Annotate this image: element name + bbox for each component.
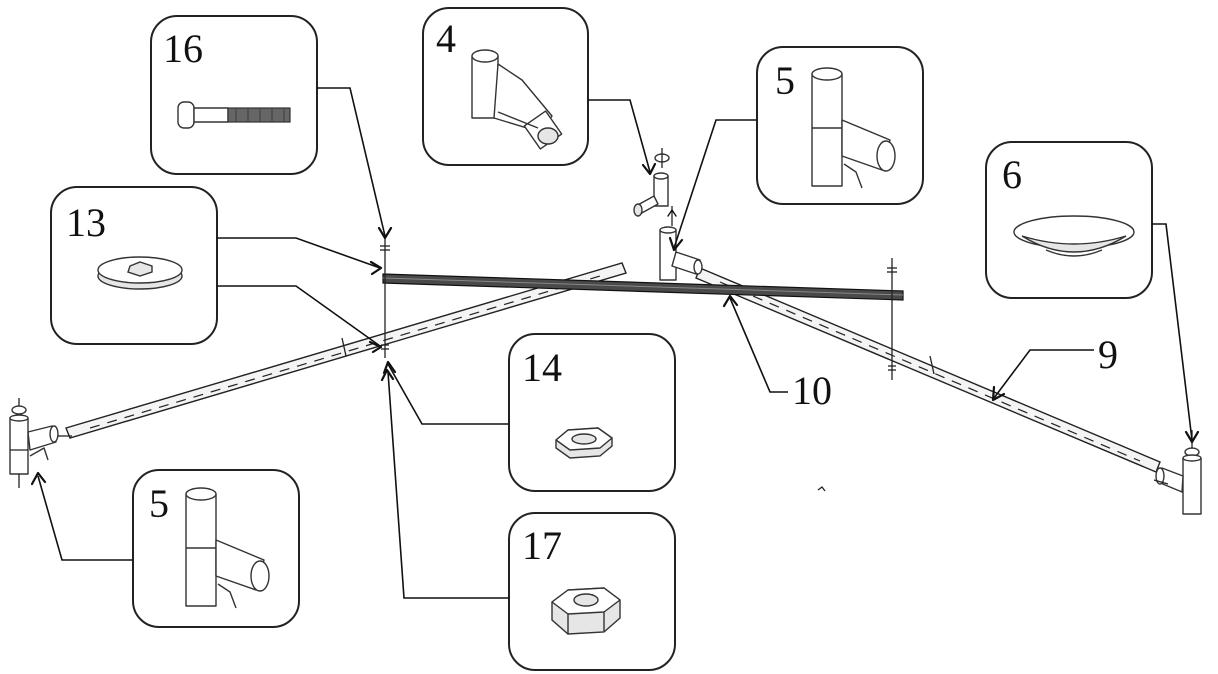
callout-14: 14	[508, 333, 676, 492]
callout-6-label: 6	[1002, 152, 1022, 197]
washer-icon	[97, 256, 183, 290]
stray-mark	[817, 486, 826, 492]
right-tee-connector	[1153, 430, 1202, 515]
callout-13-label: 13	[66, 200, 106, 245]
callout-17-label: 17	[522, 523, 562, 568]
callout-6: 6	[985, 141, 1153, 299]
leader-lines	[30, 87, 1200, 599]
callout-5-bottom: 5	[132, 469, 300, 628]
lock-nut-icon	[555, 427, 613, 459]
part-label-10: 10	[792, 368, 832, 413]
callout-16-label: 16	[163, 26, 203, 71]
tee-connector-icon	[811, 67, 896, 189]
callout-13: 13	[50, 186, 218, 345]
tube-left	[65, 262, 627, 439]
callout-4-label: 4	[436, 16, 456, 61]
callout-4: 4	[422, 7, 589, 166]
center-tee-connector	[659, 226, 703, 281]
left-tee-connector	[9, 398, 72, 488]
bolt-line-left	[380, 236, 390, 358]
foot-cap-icon	[1013, 215, 1135, 257]
callout-17: 17	[508, 512, 676, 671]
center-elbow-connector	[633, 148, 677, 226]
crossbar	[382, 273, 904, 301]
bolt-line-right	[887, 258, 897, 380]
callout-5-top-label: 5	[775, 58, 795, 103]
callout-14-label: 14	[522, 345, 562, 390]
part-label-9: 9	[1098, 332, 1118, 377]
elbow-connector-icon	[471, 49, 563, 150]
callout-5-bottom-label: 5	[149, 481, 169, 526]
callout-16: 16	[150, 15, 318, 175]
bolt-icon	[177, 101, 291, 129]
assembly-frame	[9, 148, 1202, 515]
callout-5-top: 5	[756, 46, 924, 205]
hex-nut-icon	[551, 587, 621, 635]
tee-connector-icon	[185, 487, 270, 609]
